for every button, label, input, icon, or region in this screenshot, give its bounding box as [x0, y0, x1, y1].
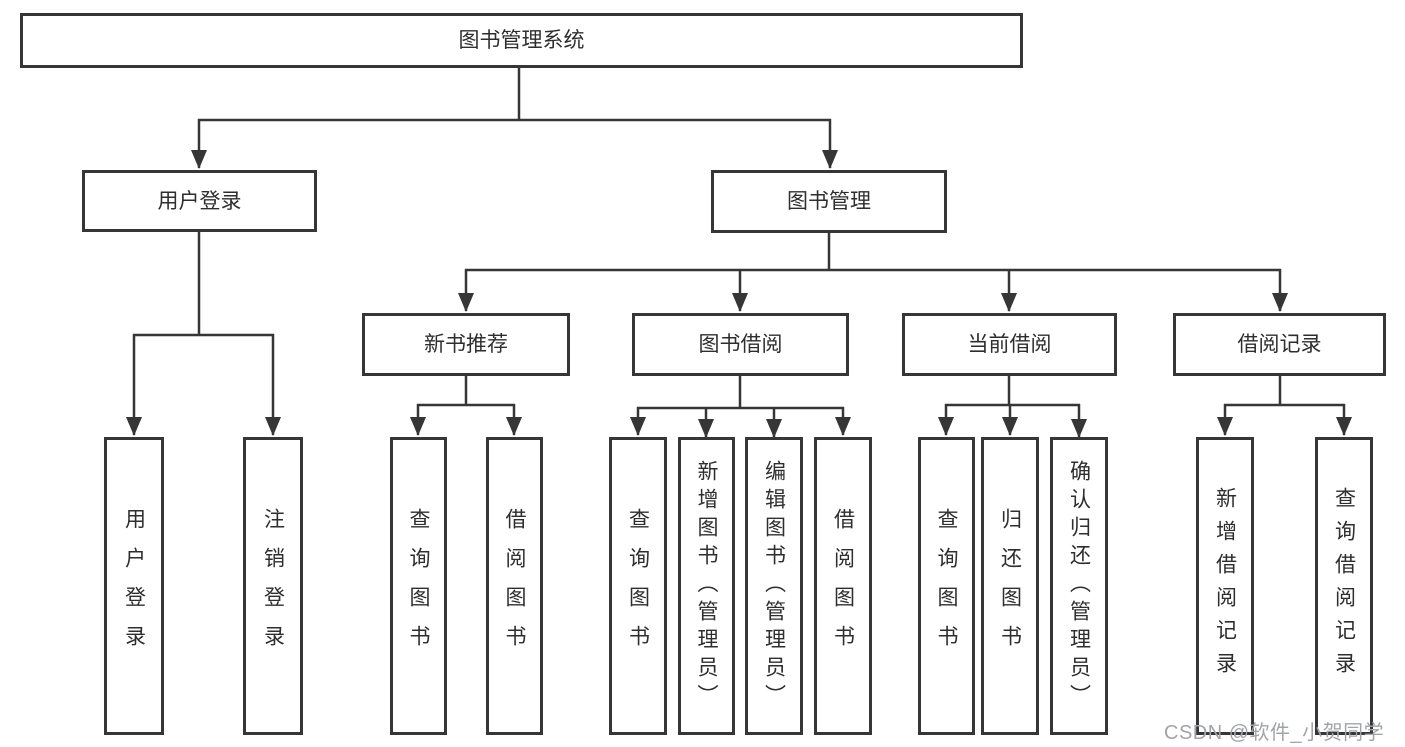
- node-borrow-records: 借阅记录: [1173, 313, 1386, 376]
- leaf-records-query-borrow-record: 查询借阅记录: [1315, 437, 1373, 735]
- node-library-system: 图书管理系统: [20, 13, 1023, 68]
- node-book-borrowing: 图书借阅: [632, 313, 849, 376]
- node-book-management: 图书管理: [711, 170, 947, 233]
- leaf-recommend-query-books: 查询图书: [390, 437, 447, 735]
- node-new-book-recommend: 新书推荐: [362, 313, 570, 376]
- node-user-login: 用户登录: [82, 170, 317, 232]
- leaf-borrowing-borrow-books: 借阅图书: [814, 437, 872, 735]
- leaf-borrowing-add-books-admin: 新增图书（管理员）: [678, 437, 735, 735]
- leaf-logout: 注销登录: [243, 437, 303, 735]
- leaf-current-return-books: 归还图书: [981, 437, 1039, 735]
- leaf-user-login: 用户登录: [104, 437, 164, 735]
- leaf-recommend-borrow-books: 借阅图书: [486, 437, 543, 735]
- leaf-current-query-books: 查询图书: [918, 437, 975, 735]
- leaf-borrowing-edit-books-admin: 编辑图书（管理员）: [745, 437, 803, 735]
- node-current-borrowing: 当前借阅: [902, 313, 1117, 376]
- leaf-current-confirm-return-admin: 确认归还（管理员）: [1050, 437, 1108, 735]
- csdn-watermark: CSDN @软件_小贺同学: [1164, 722, 1385, 744]
- leaf-borrowing-query-books: 查询图书: [609, 437, 667, 735]
- leaf-records-add-borrow-record: 新增借阅记录: [1196, 437, 1254, 735]
